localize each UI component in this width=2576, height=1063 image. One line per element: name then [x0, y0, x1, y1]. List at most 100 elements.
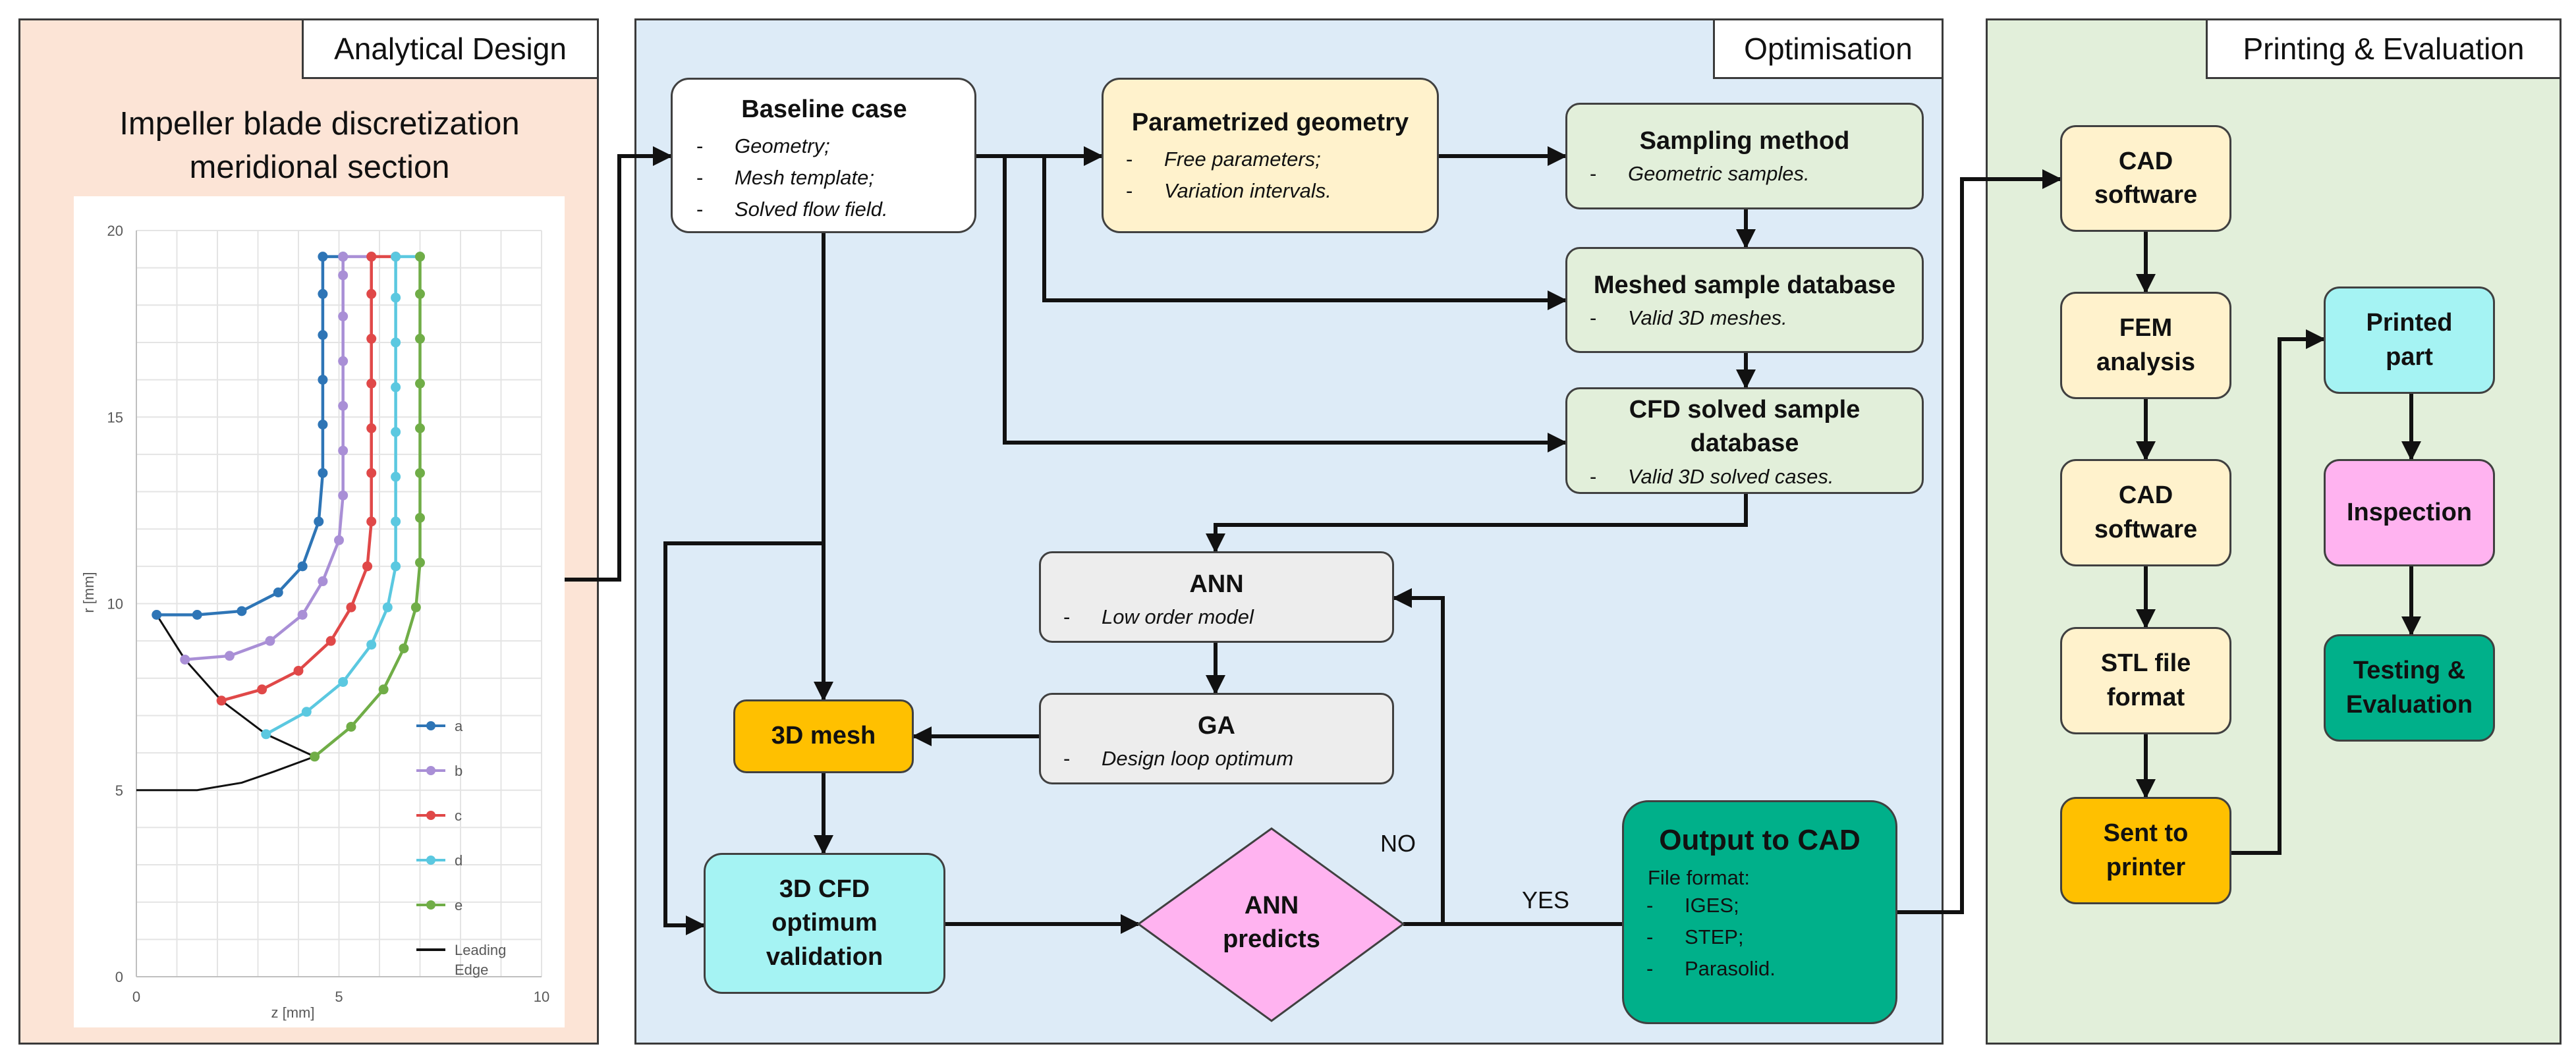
- sampling-method-node: Sampling method Geometric samples.: [1565, 103, 1924, 209]
- meshed-sample-database-title: Meshed sample database: [1593, 271, 1896, 299]
- series-point-a: [318, 330, 328, 341]
- sent-line1: Sent to: [2103, 819, 2189, 848]
- series-point-d: [301, 707, 312, 717]
- series-point-e: [415, 468, 425, 478]
- legend-label-a: a: [455, 718, 463, 734]
- series-point-d: [382, 602, 393, 613]
- sampling-item: Geometric samples.: [1581, 158, 1909, 190]
- series-point-e: [415, 512, 425, 523]
- sampling-method-title: Sampling method: [1639, 127, 1850, 155]
- series-point-a: [273, 587, 283, 598]
- arrow-baseline-to-meshed-db: [1042, 156, 1567, 310]
- series-point-e: [310, 751, 320, 762]
- cfd-opt-line3: validation: [766, 942, 883, 971]
- series-point-d: [391, 516, 401, 527]
- ga-title: GA: [1198, 712, 1235, 740]
- edge-label-yes: YES: [1522, 886, 1570, 913]
- ga-item: Design loop optimum: [1054, 743, 1379, 775]
- series-point-c: [346, 602, 356, 613]
- parametrized-geometry-title: Parametrized geometry: [1131, 109, 1409, 136]
- series-point-d: [391, 292, 401, 303]
- inspection-title: Inspection: [2346, 498, 2473, 526]
- 3d-mesh-title: 3D mesh: [771, 722, 876, 750]
- param-geom-item: Free parameters;: [1117, 144, 1424, 175]
- legend-label-leading-edge-line1: Leading: [455, 942, 506, 958]
- series-point-d: [338, 676, 349, 687]
- cfd-db-title-line2: database: [1690, 429, 1799, 458]
- output-to-cad-title: Output to CAD: [1659, 824, 1861, 856]
- series-point-b: [318, 576, 328, 587]
- series-point-e: [415, 252, 425, 262]
- series-point-c: [293, 665, 304, 676]
- output-to-cad-node: Output to CAD File format: IGES; STEP; P…: [1622, 800, 1897, 1024]
- output-format-item: IGES;: [1637, 890, 1882, 921]
- legend-label-b: b: [455, 763, 462, 779]
- output-format-item: STEP;: [1637, 921, 1882, 953]
- series-point-d: [391, 427, 401, 437]
- series-point-e: [415, 333, 425, 344]
- series-point-c: [325, 636, 336, 646]
- series-point-b: [265, 636, 275, 646]
- ann-predicts-line2: predicts: [1223, 925, 1320, 954]
- arrow-sent-to-printed: [2231, 329, 2326, 855]
- x-tick-label: 10: [534, 989, 549, 1005]
- testing-evaluation-node: Testing & Evaluation: [2324, 634, 2495, 742]
- series-point-a: [192, 609, 202, 620]
- series-point-b: [338, 445, 349, 456]
- analytical-design-title: Analytical Design: [302, 18, 599, 79]
- series-point-a: [318, 375, 328, 385]
- series-point-d: [391, 472, 401, 482]
- parametrized-geometry-node: Parametrized geometry Free parameters; V…: [1102, 78, 1439, 233]
- cad2-line2: software: [2094, 515, 2198, 543]
- series-point-c: [216, 695, 227, 706]
- cfd-solved-sample-database-node: CFD solved sample database Valid 3D solv…: [1565, 387, 1924, 494]
- series-point-b: [297, 609, 308, 620]
- series-point-c: [366, 288, 377, 299]
- y-tick-label: 20: [107, 223, 123, 239]
- y-axis-label: r [mm]: [80, 572, 97, 613]
- series-point-b: [338, 252, 349, 262]
- series-point-d: [391, 337, 401, 348]
- optimisation-title: Optimisation: [1713, 18, 1944, 79]
- arrow-baseline-to-cfd-db: [1003, 156, 1567, 452]
- ann-predicts-diamond: [1136, 827, 1405, 1022]
- arrow-cfd-to-ann: [1206, 494, 1748, 553]
- fem-analysis-node: FEM analysis: [2060, 292, 2231, 399]
- inspection-node: Inspection: [2324, 459, 2495, 566]
- series-line-c: [221, 255, 396, 702]
- cfd-db-title-line1: CFD solved sample: [1629, 396, 1861, 423]
- legend-marker-d: [426, 856, 435, 865]
- series-point-c: [257, 684, 267, 695]
- x-tick-label: 5: [335, 989, 343, 1005]
- series-point-a: [314, 516, 324, 527]
- ann-predicts-line1: ANN: [1244, 892, 1299, 919]
- arrow-output-to-cad: [1897, 169, 2062, 914]
- series-point-d: [261, 729, 271, 740]
- stl-file-format-node: STL file format: [2060, 627, 2231, 734]
- y-tick-label: 0: [115, 969, 123, 985]
- series-point-a: [318, 420, 328, 430]
- ann-node: ANN Low order model: [1039, 551, 1394, 643]
- series-point-b: [180, 654, 190, 665]
- cfd-opt-line2: optimum: [771, 909, 878, 937]
- series-point-c: [366, 252, 377, 262]
- baseline-case-node: Baseline case Geometry; Mesh template; S…: [671, 78, 976, 233]
- stl-line1: STL file: [2100, 649, 2191, 678]
- cfd-db-item: Valid 3D solved cases.: [1581, 461, 1909, 493]
- series-point-e: [399, 643, 409, 653]
- series-point-c: [366, 516, 377, 527]
- printed-part-node: Printed part: [2324, 286, 2495, 394]
- legend-label-d: d: [455, 852, 462, 869]
- legend-marker-a: [426, 721, 435, 730]
- series-line-d: [265, 255, 420, 736]
- ann-title: ANN: [1189, 570, 1244, 598]
- series-point-e: [415, 378, 425, 389]
- output-format-item: Parasolid.: [1637, 953, 1882, 985]
- series-point-a: [297, 561, 308, 572]
- legend-marker-e: [426, 900, 435, 910]
- fem-line2: analysis: [2096, 348, 2195, 376]
- series-point-b: [338, 311, 349, 321]
